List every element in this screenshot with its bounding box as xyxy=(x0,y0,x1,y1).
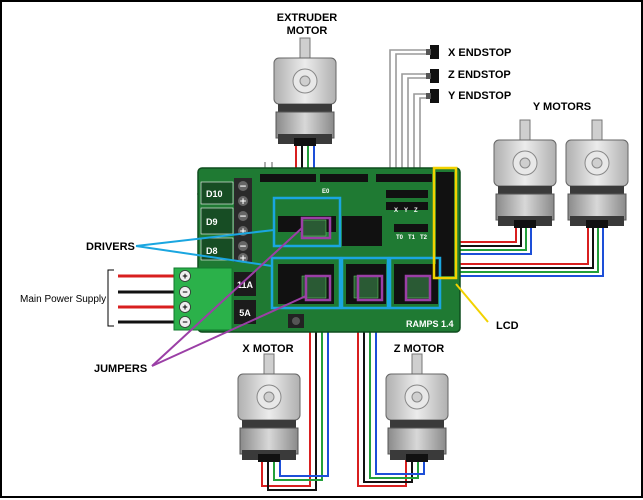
lcd-callout-line xyxy=(455,283,489,323)
x-label: X xyxy=(394,208,398,214)
z-motor-wires xyxy=(357,254,425,487)
y-motor-2 xyxy=(565,119,629,229)
power-terminal: + − + − xyxy=(173,267,233,331)
y-endstop-switch xyxy=(426,89,439,103)
extruder-motor-label-1: EXTRUDER xyxy=(277,12,338,24)
svg-text:+: + xyxy=(239,227,247,237)
driver-highlight-boxes xyxy=(270,196,442,310)
x-endstop-switch xyxy=(426,45,439,59)
z-endstop-label: Z ENDSTOP xyxy=(448,69,511,81)
z-motor-label: Z MOTOR xyxy=(394,343,445,355)
svg-text:+: + xyxy=(239,197,247,207)
z-motor xyxy=(385,353,449,463)
fuse-11a-label: 11A xyxy=(237,280,254,290)
jumper-callout-lines xyxy=(151,227,307,367)
jumpers-label: JUMPERS xyxy=(94,363,147,375)
board-name: RAMPS 1.4 xyxy=(406,319,454,329)
d10-label: D10 xyxy=(206,189,223,199)
y-label: Y xyxy=(404,208,408,214)
ramps-board: − + − + − + D10 D9 D8 11A 5A E0 T0 T1 T2… xyxy=(197,167,461,333)
t1-label: T1 xyxy=(408,235,416,241)
svg-text:−: − xyxy=(239,212,247,222)
power-supply-wires xyxy=(118,274,182,324)
drivers-label: DRIVERS xyxy=(86,241,135,253)
z-endstop-switch xyxy=(426,69,439,83)
y-motor-1 xyxy=(493,119,557,229)
svg-text:−: − xyxy=(239,242,247,252)
d9-label: D9 xyxy=(206,217,218,227)
x-motor-wires xyxy=(261,254,329,491)
y-motors-label: Y MOTORS xyxy=(533,101,591,113)
extruder-motor-label-2: MOTOR xyxy=(287,25,328,37)
lcd-highlight-box xyxy=(432,166,458,280)
lcd-label: LCD xyxy=(496,320,519,332)
e0-label: E0 xyxy=(322,189,330,195)
t2-label: T2 xyxy=(420,235,428,241)
svg-text:+: + xyxy=(182,271,187,281)
endstop-wires xyxy=(197,49,430,195)
t0-label: T0 xyxy=(396,235,404,241)
y-endstop-label: Y ENDSTOP xyxy=(448,90,511,102)
svg-text:−: − xyxy=(182,317,187,327)
main-power-supply-label: Main Power Supply xyxy=(20,294,106,305)
x-endstop-label: X ENDSTOP xyxy=(448,47,511,59)
x-motor-label: X MOTOR xyxy=(242,343,293,355)
x-motor xyxy=(237,353,301,463)
driver-callout-lines xyxy=(135,229,275,267)
svg-text:−: − xyxy=(182,287,187,297)
d8-label: D8 xyxy=(206,246,218,256)
z-label: Z xyxy=(414,208,418,214)
svg-text:−: − xyxy=(239,182,247,192)
power-supply-bracket xyxy=(107,269,114,327)
svg-text:+: + xyxy=(182,302,187,312)
fuse-5a-label: 5A xyxy=(239,308,251,318)
extruder-motor xyxy=(273,37,337,147)
y-motor-wires xyxy=(442,226,604,277)
svg-text:+: + xyxy=(239,254,247,264)
